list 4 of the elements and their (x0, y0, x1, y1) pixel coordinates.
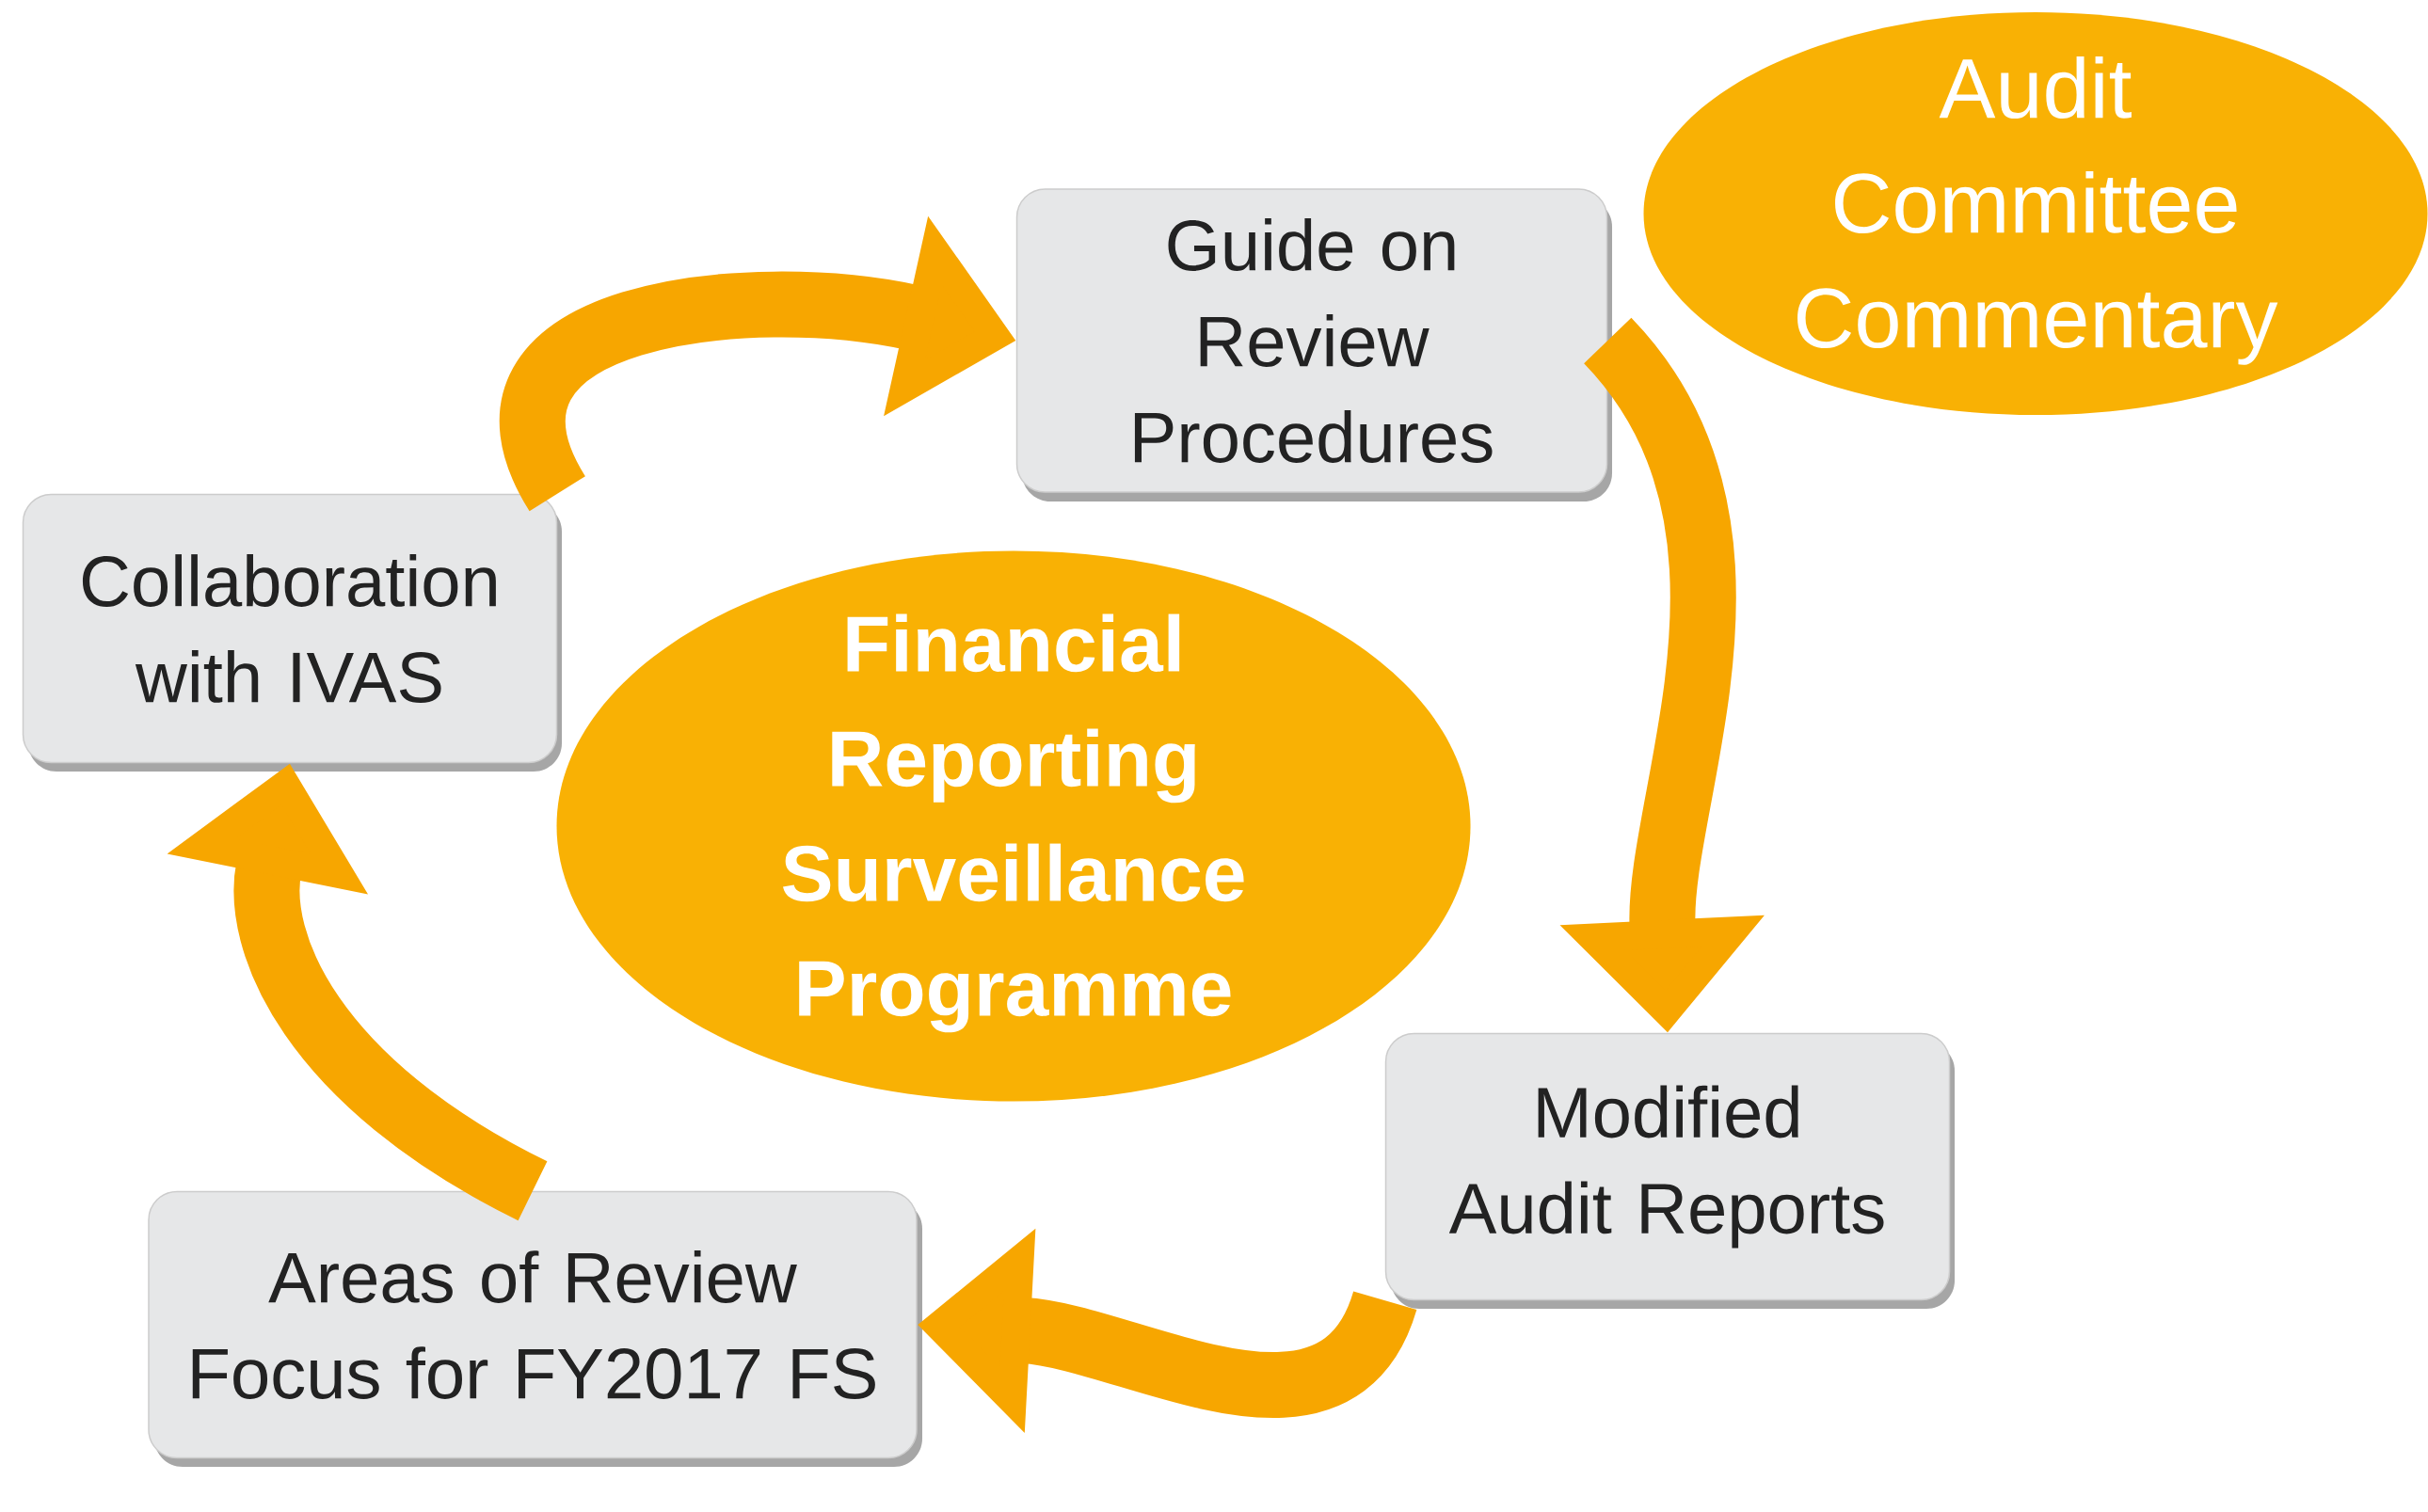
process-box: Modified Audit Reports (1384, 1032, 1955, 1309)
process-box: Areas of Review Focus for FY2017 FS (148, 1190, 922, 1467)
process-box: Collaboration with IVAS (22, 493, 562, 772)
process-box: Guide on Review Procedures (1015, 188, 1612, 501)
